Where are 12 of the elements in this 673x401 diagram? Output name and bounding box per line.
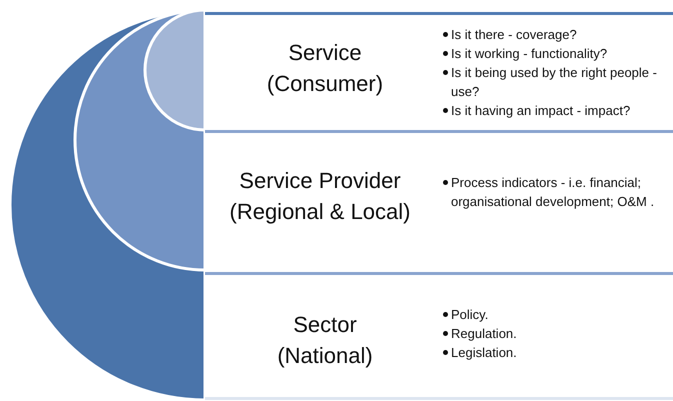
level-heading: Service (Consumer) [266,39,384,98]
bullet-item: Is it having an impact - impact? [451,102,632,120]
level-heading: Service Provider (Regional & Local) [228,167,412,226]
level-band [205,272,673,400]
bullet-item: Process indicators - i.e. financial; organisational development; O&M . [451,174,656,211]
bullet-item: Legislation. [451,344,518,362]
bullet-item: Is it being used by the right people - use? [451,64,658,101]
bullet-item: Is it there - coverage? [451,26,578,44]
bullet-item: Is it working - functionality? [451,45,608,63]
bullet-item: Regulation. [451,325,518,343]
bullet-item: Policy. [451,306,490,324]
level-heading: Sector (National) [276,311,374,370]
